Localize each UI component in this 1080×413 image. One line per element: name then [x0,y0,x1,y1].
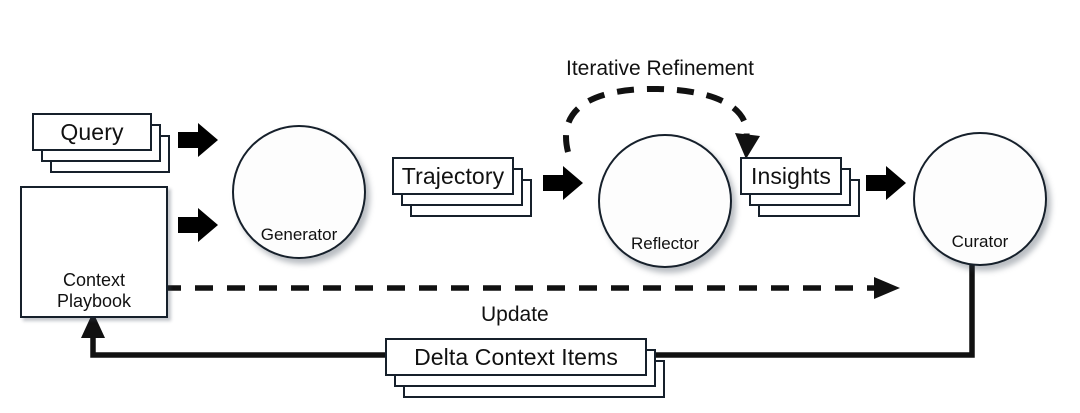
delta-context-items-card[interactable]: Delta Context Items [385,338,647,376]
agent-reflector[interactable]: Reflector [598,134,732,268]
curator-label: Curator [951,232,1009,251]
update-dashed-line [163,277,900,299]
agent-generator[interactable]: Generator [232,125,366,259]
arrow-query-to-generator [178,123,218,157]
insights-card-stack: Insights [740,157,868,219]
trajectory-card-stack: Trajectory [392,157,542,219]
update-label: Update [481,303,549,326]
insights-card[interactable]: Insights [740,157,842,195]
trajectory-card-label: Trajectory [401,162,505,189]
delta-context-items-card-stack: Delta Context Items [385,338,675,400]
arrow-trajectory-to-reflector [543,166,583,200]
query-card[interactable]: Query [32,113,152,151]
playbook-label-line1: Context [62,270,126,290]
arrow-playbook-to-generator [178,208,218,242]
insights-card-label: Insights [750,162,832,189]
playbook-label-line2: Playbook [56,291,132,311]
iterative-refinement-arc [563,85,760,159]
query-card-stack: Query [32,113,172,173]
arrow-insights-to-curator [866,166,906,200]
playbook-label: Context Playbook [57,270,131,312]
playbook-icon-slot [41,198,147,268]
context-playbook-box[interactable]: Context Playbook [20,186,168,318]
generator-label: Generator [260,225,338,244]
reflector-label: Reflector [630,234,700,253]
agent-curator[interactable]: Curator [913,132,1047,266]
query-card-label: Query [60,118,124,145]
trajectory-card[interactable]: Trajectory [392,157,514,195]
iterative-refinement-label: Iterative Refinement [566,57,754,80]
delta-context-items-label: Delta Context Items [414,343,618,370]
